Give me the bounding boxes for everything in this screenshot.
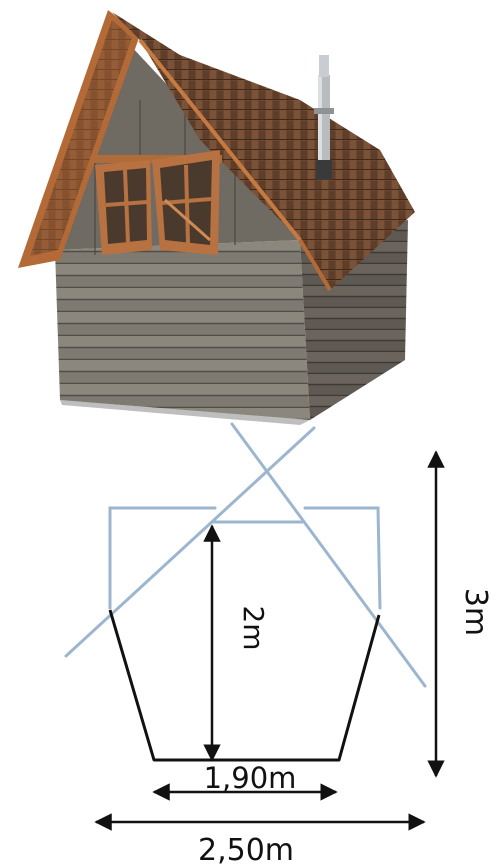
inner-height-label: 2m	[237, 605, 270, 650]
total-height-label: 3m	[458, 588, 493, 636]
wall-outline	[108, 609, 381, 762]
construction-lines	[64, 422, 427, 688]
cabin-front-wall	[55, 240, 310, 420]
cabin-windows	[92, 150, 222, 255]
total-width-label: 2,50m	[198, 833, 294, 864]
cabin-photo	[18, 10, 415, 425]
cabin-roof	[112, 12, 415, 290]
dimension-diagram: 2m 3m 1,90m 2,50m	[64, 422, 493, 864]
chimney-pipe	[314, 55, 334, 180]
floor-width-label: 1,90m	[204, 761, 297, 795]
